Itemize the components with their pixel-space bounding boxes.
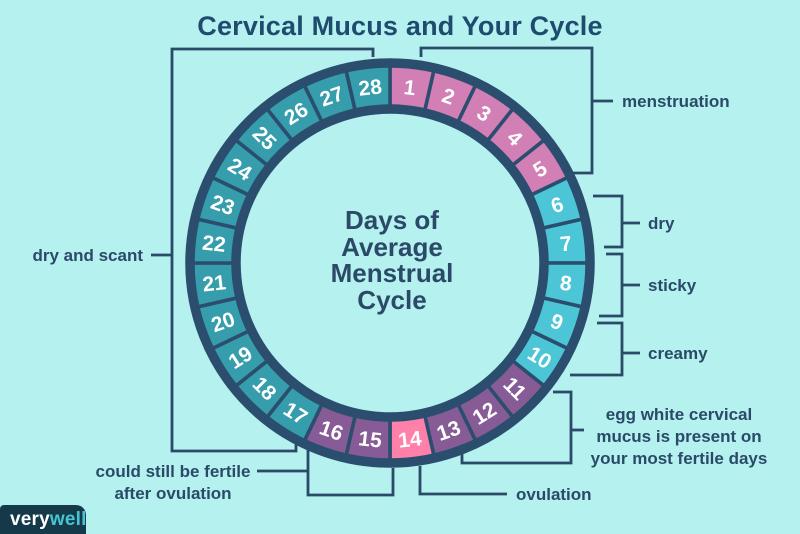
center-line-3: Menstrual — [330, 258, 454, 289]
logo-text-very: very — [10, 508, 50, 530]
day-number-22: 22 — [201, 232, 227, 257]
page-title: Cervical Mucus and Your Cycle — [197, 11, 603, 41]
day-number-14: 14 — [397, 427, 423, 453]
bracket-sticky — [599, 252, 624, 318]
label-egg-white: egg white cervical mucus is present on y… — [578, 404, 780, 470]
label-dry-and-scant: dry and scant — [32, 246, 143, 265]
bracket-dry — [593, 194, 624, 249]
day-number-8: 8 — [559, 272, 573, 296]
day-number-15: 15 — [357, 427, 383, 453]
center-line-4: Cycle — [357, 285, 427, 316]
day-number-21: 21 — [201, 271, 227, 297]
label-creamy: creamy — [648, 344, 708, 363]
bracket-creamy — [570, 321, 624, 377]
ring-outer-outline — [185, 58, 595, 468]
label-sticky: sticky — [648, 276, 697, 295]
center-line-2: Average — [341, 231, 443, 262]
day-number-1: 1 — [403, 76, 417, 100]
bracket-dry-and-scant — [170, 47, 375, 453]
ring-inner-outline — [231, 104, 549, 422]
bracket-menstruation — [419, 46, 594, 175]
day-number-28: 28 — [357, 75, 383, 101]
bracket-egg-white — [460, 390, 573, 465]
label-fertile-line-2: after ovulation — [114, 484, 232, 503]
logo-text-well: well — [49, 508, 87, 530]
label-egg-white-line-1: egg white cervical — [605, 405, 753, 424]
day-number-7: 7 — [559, 232, 573, 256]
label-ovulation: ovulation — [516, 485, 592, 504]
ring-center-label: Days of Average Menstrual Cycle — [292, 207, 492, 314]
bracket-fertile — [306, 450, 395, 497]
label-dry: dry — [648, 214, 675, 233]
label-egg-white-line-2: mucus is present on — [596, 427, 762, 446]
annotation-brackets — [151, 46, 640, 497]
center-line-1: Days of — [345, 205, 439, 235]
label-menstruation: menstruation — [622, 92, 730, 111]
label-egg-white-line-3: your most fertile days — [590, 449, 768, 468]
bracket-ovulation — [418, 466, 507, 496]
label-fertile-line-1: could still be fertile — [95, 462, 251, 481]
label-fertile: could still be fertile after ovulation — [63, 461, 283, 505]
